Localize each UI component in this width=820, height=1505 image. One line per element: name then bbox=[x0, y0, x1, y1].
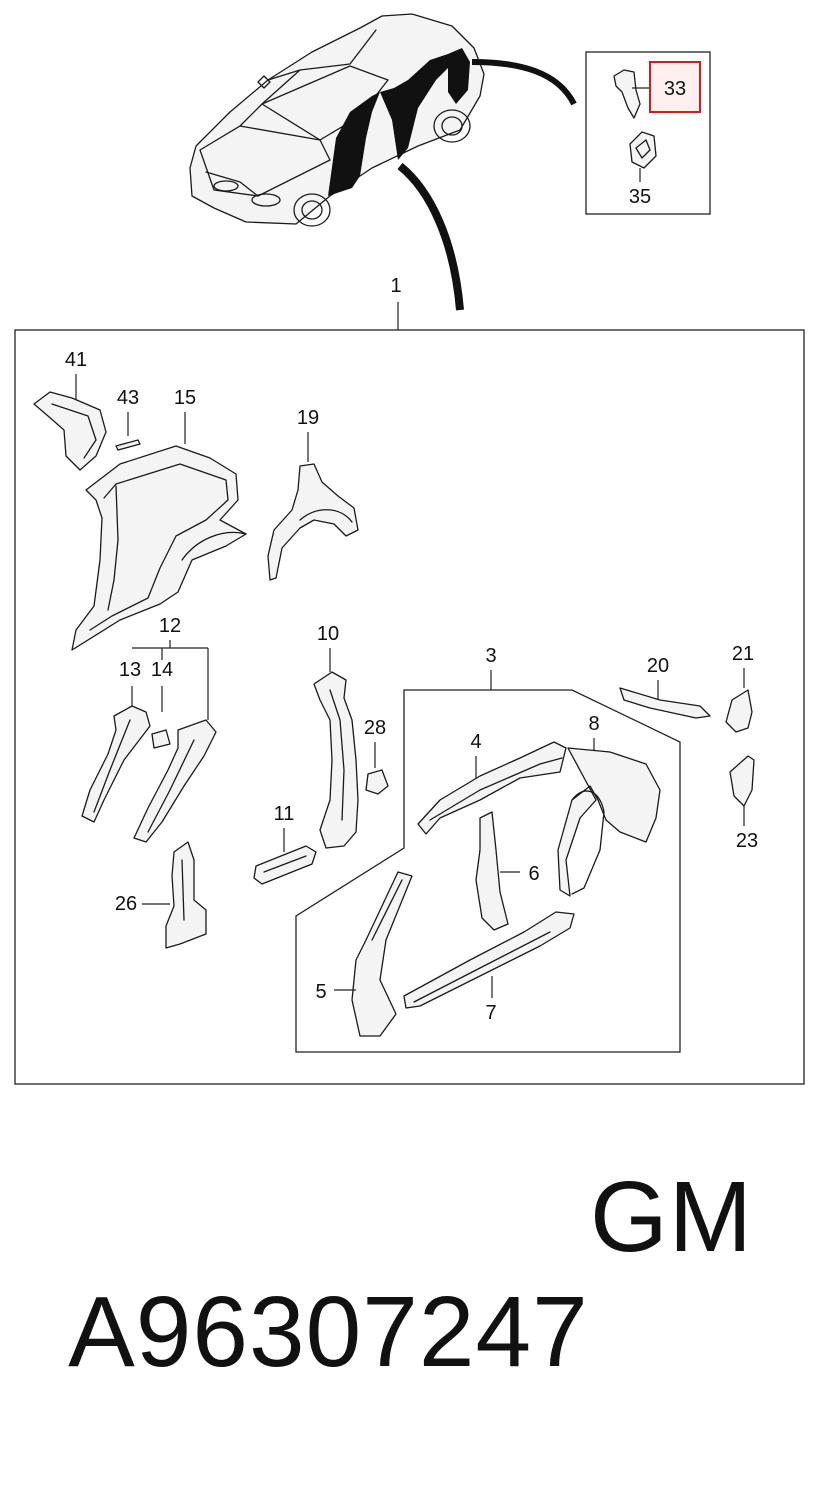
callout-14[interactable]: 14 bbox=[151, 659, 173, 681]
part-28: 28 bbox=[364, 717, 389, 795]
callout-1[interactable]: 1 bbox=[390, 275, 401, 297]
callout-8[interactable]: 8 bbox=[588, 713, 599, 735]
callout-21[interactable]: 21 bbox=[732, 643, 754, 665]
part-12-group: 12 13 14 bbox=[81, 615, 217, 843]
callout-20[interactable]: 20 bbox=[647, 655, 669, 677]
part-43: 43 bbox=[115, 387, 141, 451]
callout-15[interactable]: 15 bbox=[174, 387, 196, 409]
part-23: 23 bbox=[729, 755, 758, 852]
part-15: 15 bbox=[71, 387, 247, 651]
part-21: 21 bbox=[725, 643, 754, 733]
part-19: 19 bbox=[267, 407, 359, 581]
part-3-group: 3 4 8 6 5 7 bbox=[295, 645, 681, 1053]
inset-panel: 33 35 bbox=[585, 51, 711, 215]
callout-23[interactable]: 23 bbox=[736, 830, 758, 852]
callout-5[interactable]: 5 bbox=[315, 981, 326, 1003]
main-assembly-box bbox=[14, 329, 805, 1085]
callout-12[interactable]: 12 bbox=[159, 615, 181, 637]
callout-11[interactable]: 11 bbox=[274, 803, 295, 825]
callout-43[interactable]: 43 bbox=[117, 387, 139, 409]
part-20: 20 bbox=[619, 655, 711, 719]
callout-35[interactable]: 35 bbox=[629, 186, 651, 208]
highlight-box-33 bbox=[649, 61, 701, 113]
part-10: 10 bbox=[313, 623, 359, 849]
callout-6[interactable]: 6 bbox=[528, 863, 539, 885]
callout-26[interactable]: 26 bbox=[115, 893, 137, 915]
part-11: 11 bbox=[253, 803, 317, 885]
manufacturer: GM bbox=[590, 1161, 754, 1273]
callout-13[interactable]: 13 bbox=[119, 659, 141, 681]
callout-41[interactable]: 41 bbox=[65, 349, 87, 371]
callout-33[interactable]: 33 bbox=[664, 78, 686, 100]
part-number: A96307247 bbox=[68, 1276, 589, 1388]
parts-diagram: 33 35 1 41 43 15 19 12 bbox=[14, 13, 805, 1085]
callout-3[interactable]: 3 bbox=[485, 645, 496, 667]
callout-4[interactable]: 4 bbox=[470, 731, 481, 753]
callout-28[interactable]: 28 bbox=[364, 717, 386, 739]
part-41: 41 bbox=[33, 349, 107, 471]
callout-7[interactable]: 7 bbox=[485, 1002, 496, 1024]
car-overview bbox=[189, 13, 577, 311]
callout-10[interactable]: 10 bbox=[317, 623, 339, 645]
part-26: 26 bbox=[115, 841, 207, 949]
footer-part-number: A96307247 GM bbox=[16, 1160, 752, 1505]
callout-19[interactable]: 19 bbox=[297, 407, 319, 429]
